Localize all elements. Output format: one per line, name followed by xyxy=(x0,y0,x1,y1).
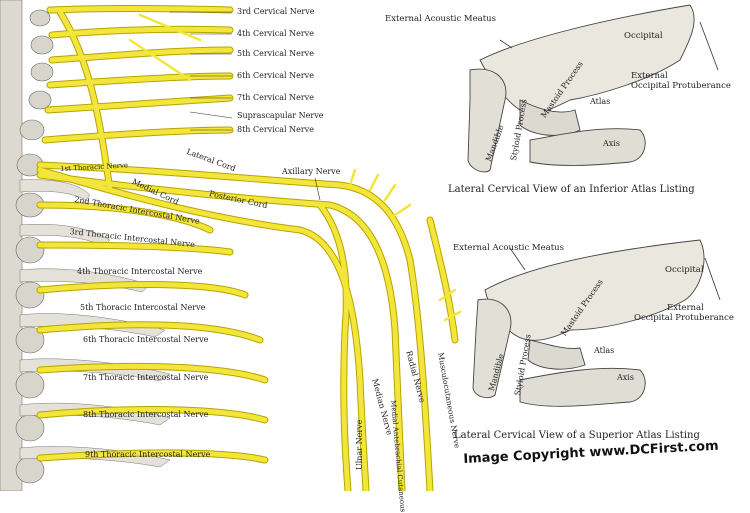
label-4th-cervical-nerve: 4th Cervical Nerve xyxy=(237,29,314,38)
superior-caption: Lateral Cervical View of a Superior Atla… xyxy=(454,430,700,441)
superior-external-acoustic-meatus: External Acoustic Meatus xyxy=(453,243,564,253)
label-8th-thoracic-intercostal-nerve: 8th Thoracic Intercostal Nerve xyxy=(83,410,209,419)
superior-occipital: Occipital xyxy=(665,265,704,275)
label-9th-thoracic-intercostal-nerve: 9th Thoracic Intercostal Nerve xyxy=(85,450,211,459)
superior-axis: Axis xyxy=(617,373,634,382)
skull-diagram-inferior xyxy=(467,4,719,173)
inferior-atlas: Atlas xyxy=(590,97,611,106)
label-4th-thoracic-intercostal-nerve: 4th Thoracic Intercostal Nerve xyxy=(77,267,203,276)
label-ulnar-nerve: Ulnar Nerve xyxy=(355,419,364,470)
inferior-external-occipital-1: External xyxy=(631,71,668,81)
superior-external-occipital-1: External xyxy=(667,303,704,313)
inferior-external-occipital-2: Occipital Protuberance xyxy=(631,81,731,91)
label-5th-cervical-nerve: 5th Cervical Nerve xyxy=(237,49,314,58)
label-leader-lines xyxy=(170,11,321,201)
label-6th-cervical-nerve: 6th Cervical Nerve xyxy=(237,71,314,80)
anatomy-illustration xyxy=(0,0,721,491)
superior-external-occipital-2: Occipital Protuberance xyxy=(634,313,734,323)
skull-diagram-superior xyxy=(472,239,721,407)
inferior-caption: Lateral Cervical View of an Inferior Atl… xyxy=(448,184,695,195)
inferior-external-acoustic-meatus: External Acoustic Meatus xyxy=(385,14,496,24)
inferior-axis: Axis xyxy=(603,139,620,148)
label-7th-cervical-nerve: 7th Cervical Nerve xyxy=(237,93,314,102)
label-6th-thoracic-intercostal-nerve: 6th Thoracic Intercostal Nerve xyxy=(83,335,209,344)
superior-atlas: Atlas xyxy=(594,346,615,355)
label-5th-thoracic-intercostal-nerve: 5th Thoracic Intercostal Nerve xyxy=(80,303,206,312)
label-axillary-nerve: Axillary Nerve xyxy=(282,167,341,176)
label-7th-thoracic-intercostal-nerve: 7th Thoracic Intercostal Nerve xyxy=(83,373,209,382)
label-3rd-cervical-nerve: 3rd Cervical Nerve xyxy=(237,7,315,16)
label-8th-cervical-nerve: 8th Cervical Nerve xyxy=(237,125,314,134)
inferior-occipital: Occipital xyxy=(624,31,663,41)
label-suprascapular-nerve: Suprascapular Nerve xyxy=(237,111,324,120)
